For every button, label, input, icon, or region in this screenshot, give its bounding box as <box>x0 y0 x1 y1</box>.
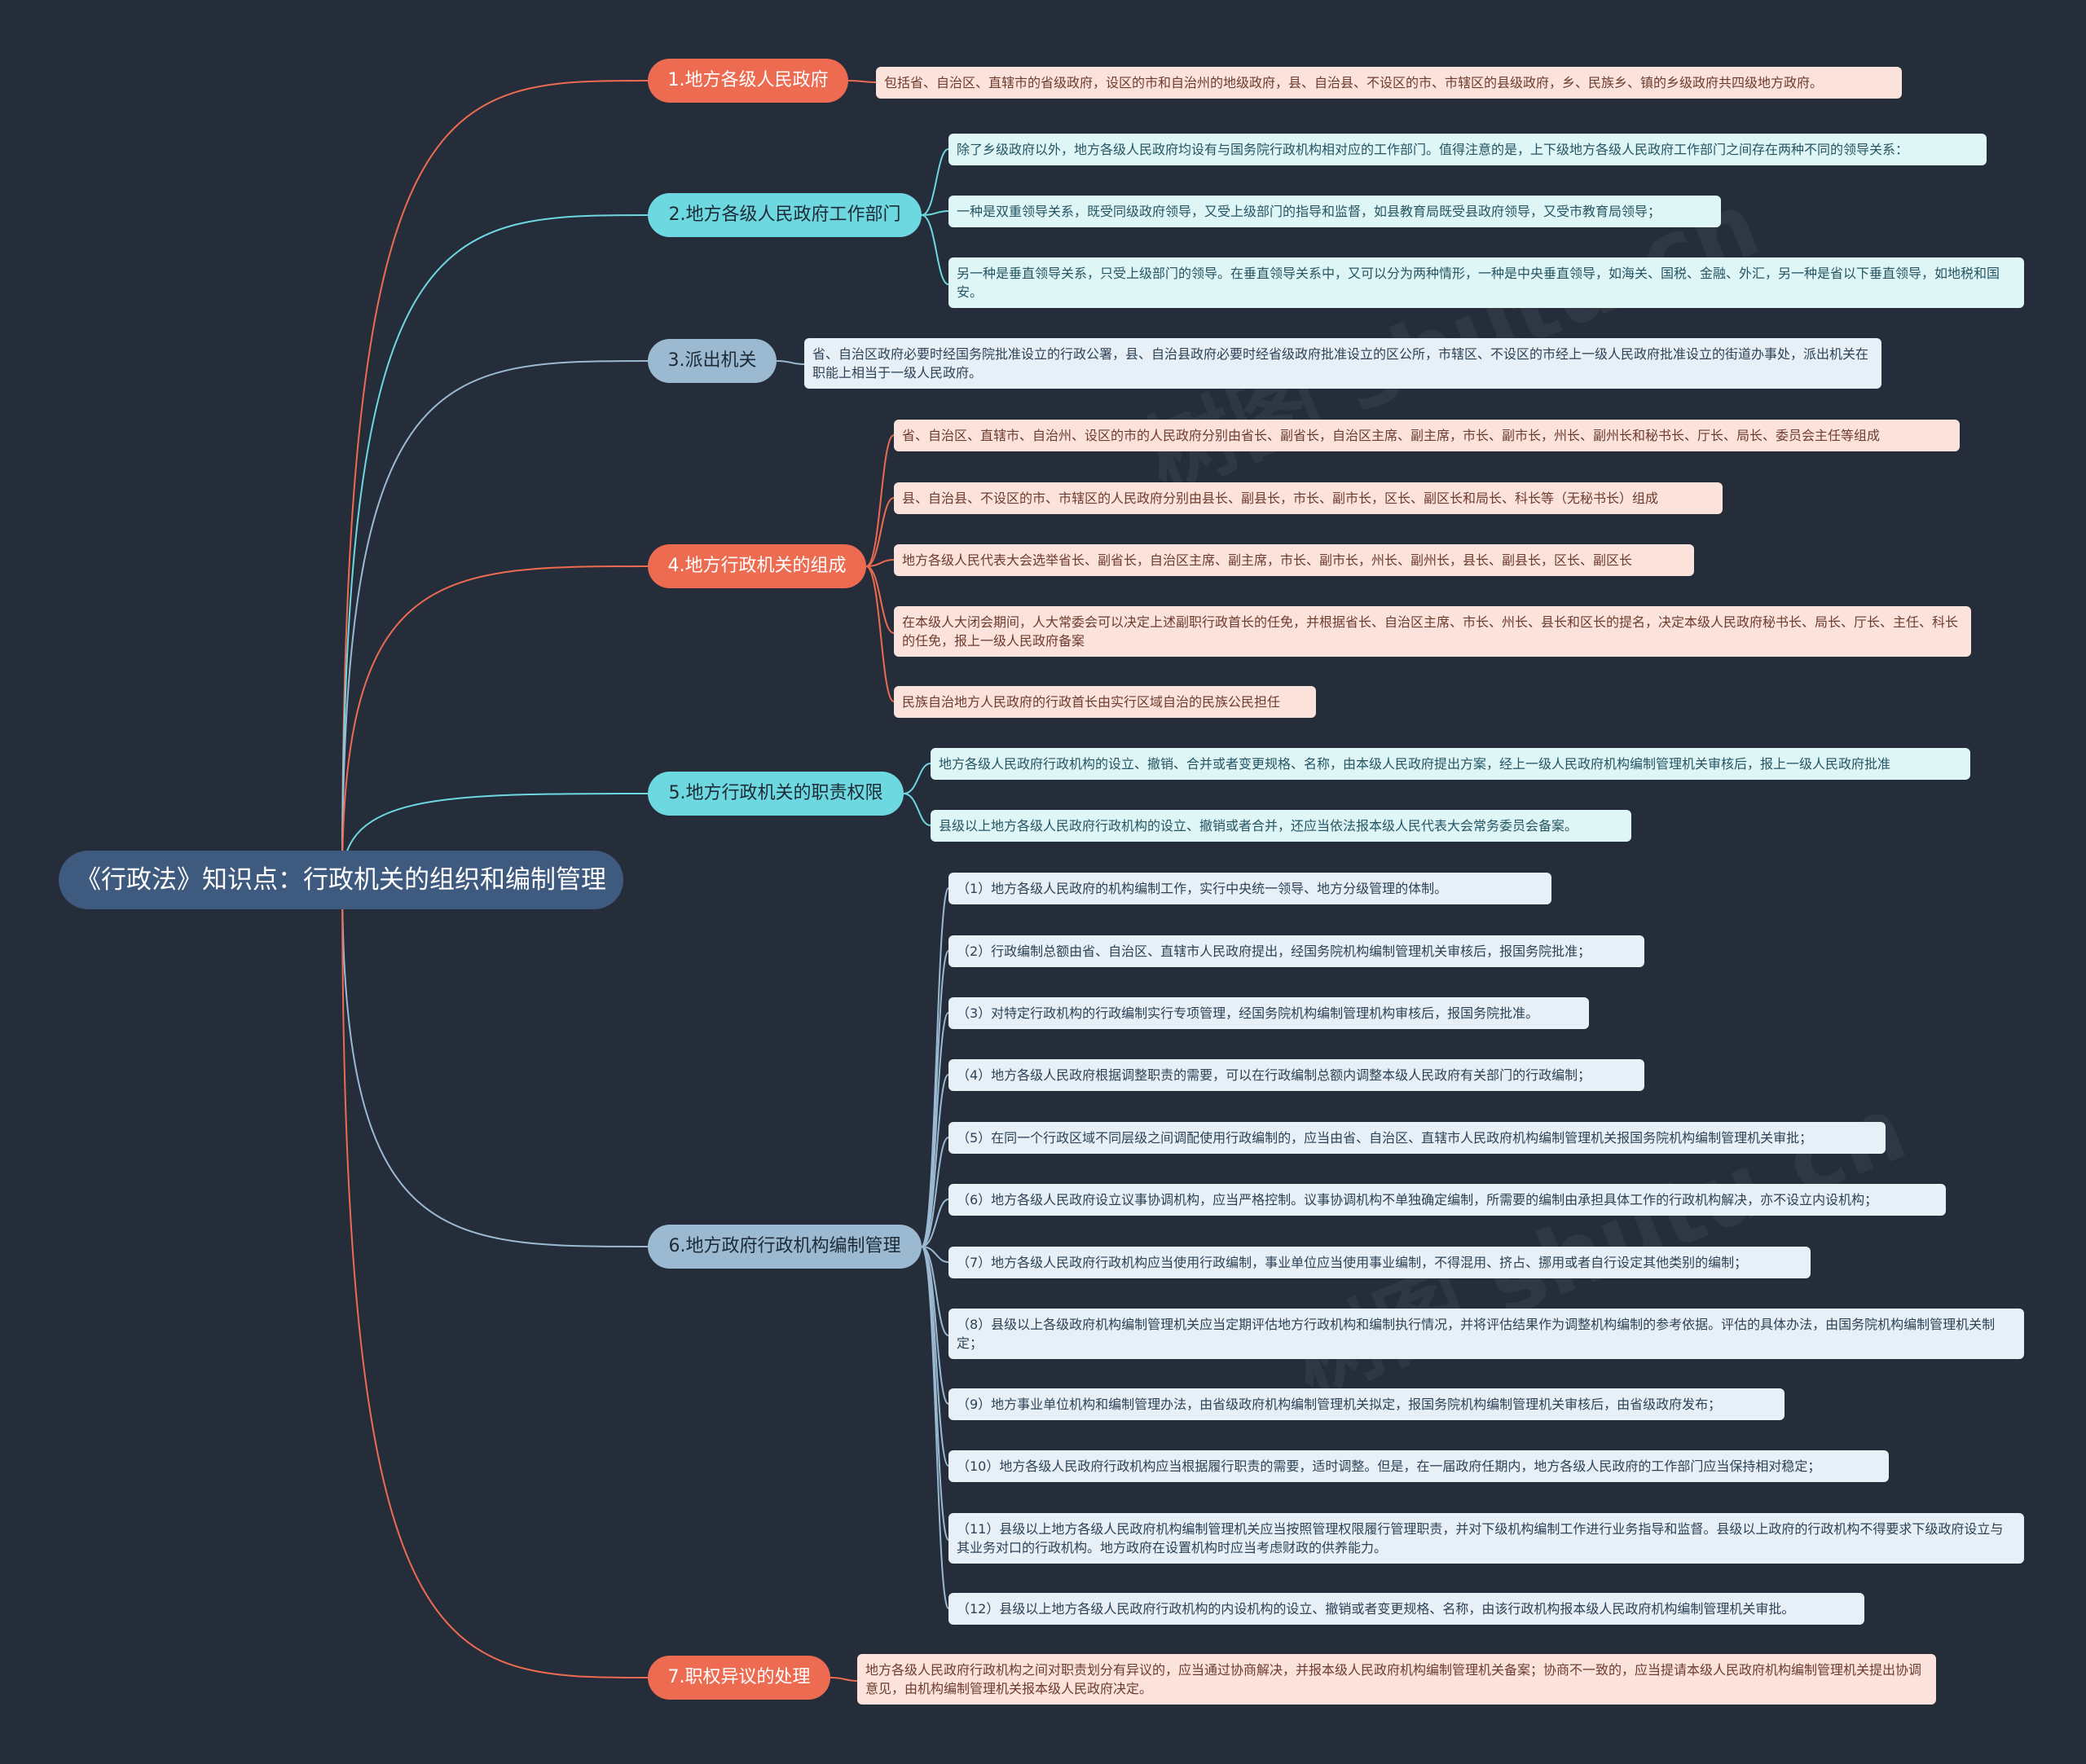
leaf-node[interactable]: 包括省、自治区、直辖市的省级政府，设区的市和自治州的地级政府，县、自治县、不设区… <box>876 67 1902 99</box>
connector-line <box>865 565 895 634</box>
branch-responsibilities[interactable]: 5.地方行政机关的职责权限 <box>648 772 904 816</box>
connector-line <box>921 1246 949 1336</box>
root-topic[interactable]: 《行政法》知识点：行政机关的组织和编制管理 <box>59 851 623 909</box>
leaf-node[interactable]: （12）县级以上地方各级人民政府行政机构的内设机构的设立、撤销或者变更规格、名称… <box>948 1593 1864 1625</box>
connector-line <box>921 1246 949 1263</box>
leaf-node[interactable]: 除了乡级政府以外，地方各级人民政府均设有与国务院行政机构相对应的工作部门。值得注… <box>948 134 1987 165</box>
connector-line <box>865 434 895 567</box>
branch-dispute-handling[interactable]: 7.职权异议的处理 <box>648 1656 830 1700</box>
leaf-node[interactable]: （11）县级以上地方各级人民政府机构编制管理机关应当按照管理权限履行管理职责，并… <box>948 1513 2024 1564</box>
leaf-node[interactable]: 另一种是垂直领导关系，只受上级部门的领导。在垂直领导关系中，又可以分为两种情形，… <box>948 257 2024 308</box>
connector-line <box>921 1074 949 1247</box>
connector-line <box>830 1677 858 1682</box>
connector-line <box>921 148 949 216</box>
leaf-node[interactable]: （5）在同一个行政区域不同层级之间调配使用行政编制的，应当由省、自治区、直辖市人… <box>948 1122 1886 1154</box>
branch-staffing-management[interactable]: 6.地方政府行政机构编制管理 <box>648 1225 922 1269</box>
leaf-node[interactable]: （10）地方各级人民政府行政机构应当根据履行职责的需要，适时调整。但是，在一届政… <box>948 1450 1889 1482</box>
connector-line <box>341 879 649 1678</box>
connector-line <box>921 1012 949 1247</box>
leaf-node[interactable]: 地方各级人民政府行政机构之间对职责划分有异议的，应当通过协商解决，并报本级人民政… <box>857 1654 1936 1705</box>
leaf-node[interactable]: 县、自治县、不设区的市、市辖区的人民政府分别由县长、副县长，市长、副市长，区长、… <box>894 482 1723 514</box>
connector-line <box>921 1246 949 1467</box>
leaf-node[interactable]: （1）地方各级人民政府的机构编制工作，实行中央统一领导、地方分级管理的体制。 <box>948 873 1551 904</box>
leaf-node[interactable]: 省、自治区政府必要时经国务院批准设立的行政公署，县、自治县政府必要时经省级政府批… <box>804 338 1881 389</box>
branch-local-governments[interactable]: 1.地方各级人民政府 <box>648 59 848 103</box>
leaf-node[interactable]: （4）地方各级人民政府根据调整职责的需要，可以在行政编制总额内调整本级人民政府有… <box>948 1059 1644 1091</box>
connector-line <box>865 497 895 567</box>
connector-line <box>341 565 649 881</box>
leaf-node[interactable]: （2）行政编制总额由省、自治区、直辖市人民政府提出，经国务院机构编制管理机关审核… <box>948 935 1644 967</box>
branch-dispatched-agencies[interactable]: 3.派出机关 <box>648 339 777 383</box>
leaf-node[interactable]: 地方各级人民政府行政机构的设立、撤销、合并或者变更规格、名称，由本级人民政府提出… <box>931 748 1970 780</box>
connector-line <box>921 1246 949 1609</box>
connector-line <box>341 879 649 1247</box>
branch-composition[interactable]: 4.地方行政机关的组成 <box>648 544 866 588</box>
leaf-node[interactable]: 民族自治地方人民政府的行政首长由实行区域自治的民族公民担任 <box>894 686 1316 718</box>
connector-line <box>776 360 805 365</box>
leaf-node[interactable]: 一种是双重领导关系，既受同级政府领导，又受上级部门的指导和监督，如县教育局既受县… <box>948 196 1721 227</box>
leaf-node[interactable]: 省、自治区、直辖市、自治州、设区的市的人民政府分别由省长、副省长，自治区主席、副… <box>894 420 1960 451</box>
leaf-node[interactable]: （3）对特定行政机构的行政编制实行专项管理，经国务院机构编制管理机构审核后，报国… <box>948 997 1589 1029</box>
connector-line <box>921 210 949 216</box>
connector-line <box>921 1199 949 1247</box>
leaf-node[interactable]: （9）地方事业单位机构和编制管理办法，由省级政府机构编制管理机关拟定，报国务院机… <box>948 1388 1785 1420</box>
connector-line <box>341 793 649 881</box>
connector-line <box>847 80 877 83</box>
connector-line <box>341 214 649 881</box>
connector-line <box>903 793 931 826</box>
leaf-node[interactable]: （7）地方各级人民政府行政机构应当使用行政编制，事业单位应当使用事业编制，不得混… <box>948 1247 1811 1278</box>
leaf-node[interactable]: 在本级人大闭会期间，人大常委会可以决定上述副职行政首长的任免，并根据省长、自治区… <box>894 606 1971 657</box>
connector-line <box>921 1137 949 1247</box>
connector-line <box>341 80 649 881</box>
leaf-node[interactable]: （8）县级以上各级政府机构编制管理机关应当定期评估地方行政机构和编制执行情况，并… <box>948 1309 2024 1359</box>
leaf-node[interactable]: （6）地方各级人民政府设立议事协调机构，应当严格控制。议事协调机构不单独确定编制… <box>948 1184 1946 1216</box>
connector-line <box>921 214 949 285</box>
leaf-node[interactable]: 县级以上地方各级人民政府行政机构的设立、撤销或者合并，还应当依法报本级人民代表大… <box>931 810 1631 842</box>
leaf-node[interactable]: 地方各级人民代表大会选举省长、副省长，自治区主席、副主席，市长、副市长，州长、副… <box>894 544 1694 576</box>
branch-work-departments[interactable]: 2.地方各级人民政府工作部门 <box>648 193 922 237</box>
connector-line <box>865 559 895 567</box>
connector-line <box>341 360 649 881</box>
connector-line <box>921 1246 949 1405</box>
connector-line <box>865 565 895 702</box>
connector-line <box>903 763 931 794</box>
